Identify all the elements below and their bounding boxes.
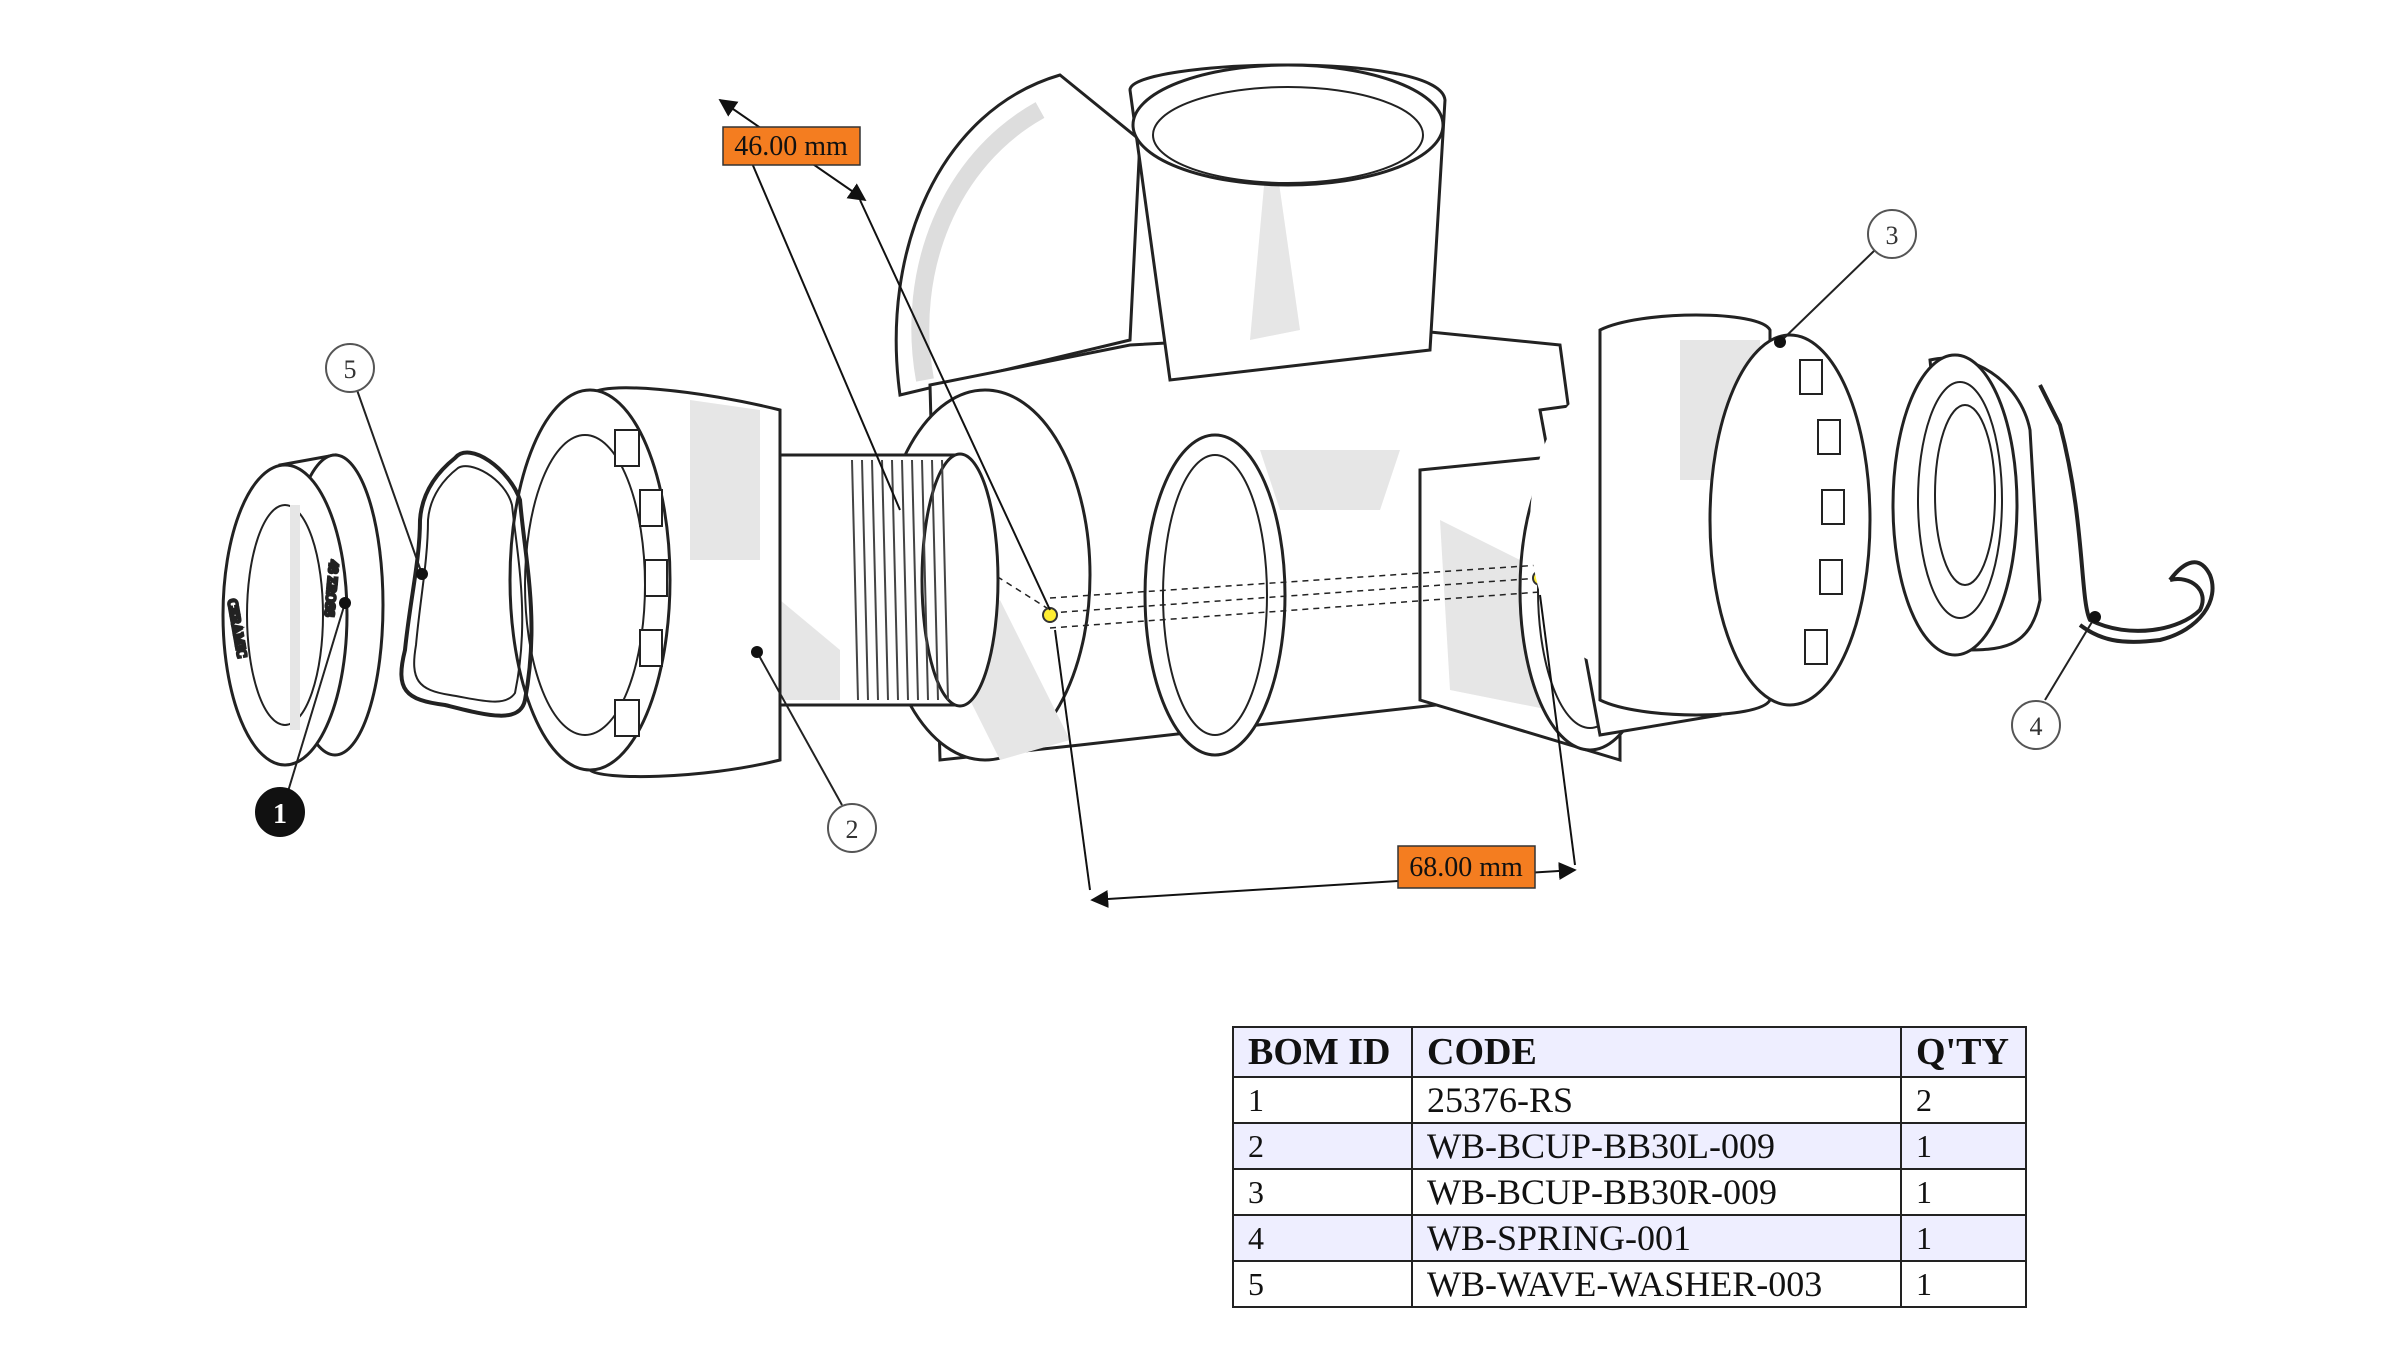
- bom-row: 4 WB-SPRING-001 1: [1232, 1214, 2027, 1262]
- bom-cell-code: WB-BCUP-BB30L-009: [1411, 1122, 1902, 1170]
- bom-cell-code: WB-WAVE-WASHER-003: [1411, 1260, 1902, 1308]
- callout-1[interactable]: 1: [255, 597, 351, 837]
- bom-cell-qty: 2: [1900, 1076, 2027, 1124]
- bom-row: 5 WB-WAVE-WASHER-003 1: [1232, 1260, 2027, 1308]
- measure-point-left[interactable]: [1042, 607, 1058, 623]
- callout-2[interactable]: 2: [751, 646, 877, 853]
- down-tube: [894, 73, 1142, 397]
- left-cup-notches: [614, 429, 668, 737]
- threads: [851, 459, 949, 701]
- bom-cell-qty: 1: [1900, 1168, 2027, 1216]
- right-cup-face: [1708, 333, 1872, 707]
- bom-row: 3 WB-BCUP-BB30R-009 1: [1232, 1168, 2027, 1216]
- dimension-label-width-box: [1397, 845, 1536, 889]
- bom-header-id: BOM ID: [1232, 1026, 1413, 1078]
- right-cup: [1530, 313, 1872, 737]
- bom-cell-id: 5: [1232, 1260, 1413, 1308]
- dimension-label-diameter-box: [722, 126, 861, 166]
- svg-text:4: 4: [2030, 712, 2043, 741]
- callout-5[interactable]: 5: [325, 343, 428, 580]
- wave-washer: [399, 450, 534, 718]
- bom-cell-id: 3: [1232, 1168, 1413, 1216]
- callout-4[interactable]: 4: [2011, 611, 2101, 750]
- bom-cell-qty: 1: [1900, 1122, 2027, 1170]
- dimension-label-diameter: 46.00 mm: [734, 131, 848, 162]
- bom-cell-code: WB-SPRING-001: [1411, 1214, 1902, 1262]
- right-cup-notches: [1799, 359, 1845, 665]
- right-bearing: [1891, 353, 2042, 657]
- bom-cell-qty: 1: [1900, 1260, 2027, 1308]
- bom-cell-code: WB-BCUP-BB30R-009: [1411, 1168, 1902, 1216]
- bom-table: BOM ID CODE Q'TY 1 25376-RS 2 2 WB-BCUP-…: [1232, 1026, 2027, 1308]
- dimension-label-width: 68.00 mm: [1409, 852, 1523, 883]
- left-cup: [508, 386, 1000, 779]
- bom-cell-qty: 1: [1900, 1214, 2027, 1262]
- svg-text:2: 2: [846, 815, 859, 844]
- bom-header-qty: Q'TY: [1900, 1026, 2027, 1078]
- svg-text:5: 5: [344, 355, 357, 384]
- svg-text:3: 3: [1886, 221, 1899, 250]
- spring-clip: [2038, 384, 2215, 644]
- bom-header-code: CODE: [1411, 1026, 1902, 1078]
- bom-cell-id: 1: [1232, 1076, 1413, 1124]
- bom-cell-id: 2: [1232, 1122, 1413, 1170]
- bom-row: 2 WB-BCUP-BB30L-009 1: [1232, 1122, 2027, 1170]
- bearing-print-right: 48 ZROSS: [322, 560, 342, 618]
- bom-row: 1 25376-RS 2: [1232, 1076, 2027, 1124]
- bom-cell-code: 25376-RS: [1411, 1076, 1902, 1124]
- left-bearing: CERAMIC 48 ZROSS: [221, 453, 385, 767]
- bom-header-row: BOM ID CODE Q'TY: [1232, 1026, 2027, 1078]
- svg-text:1: 1: [273, 799, 287, 830]
- callout-3[interactable]: 3: [1774, 209, 1917, 348]
- bom-cell-id: 4: [1232, 1214, 1413, 1262]
